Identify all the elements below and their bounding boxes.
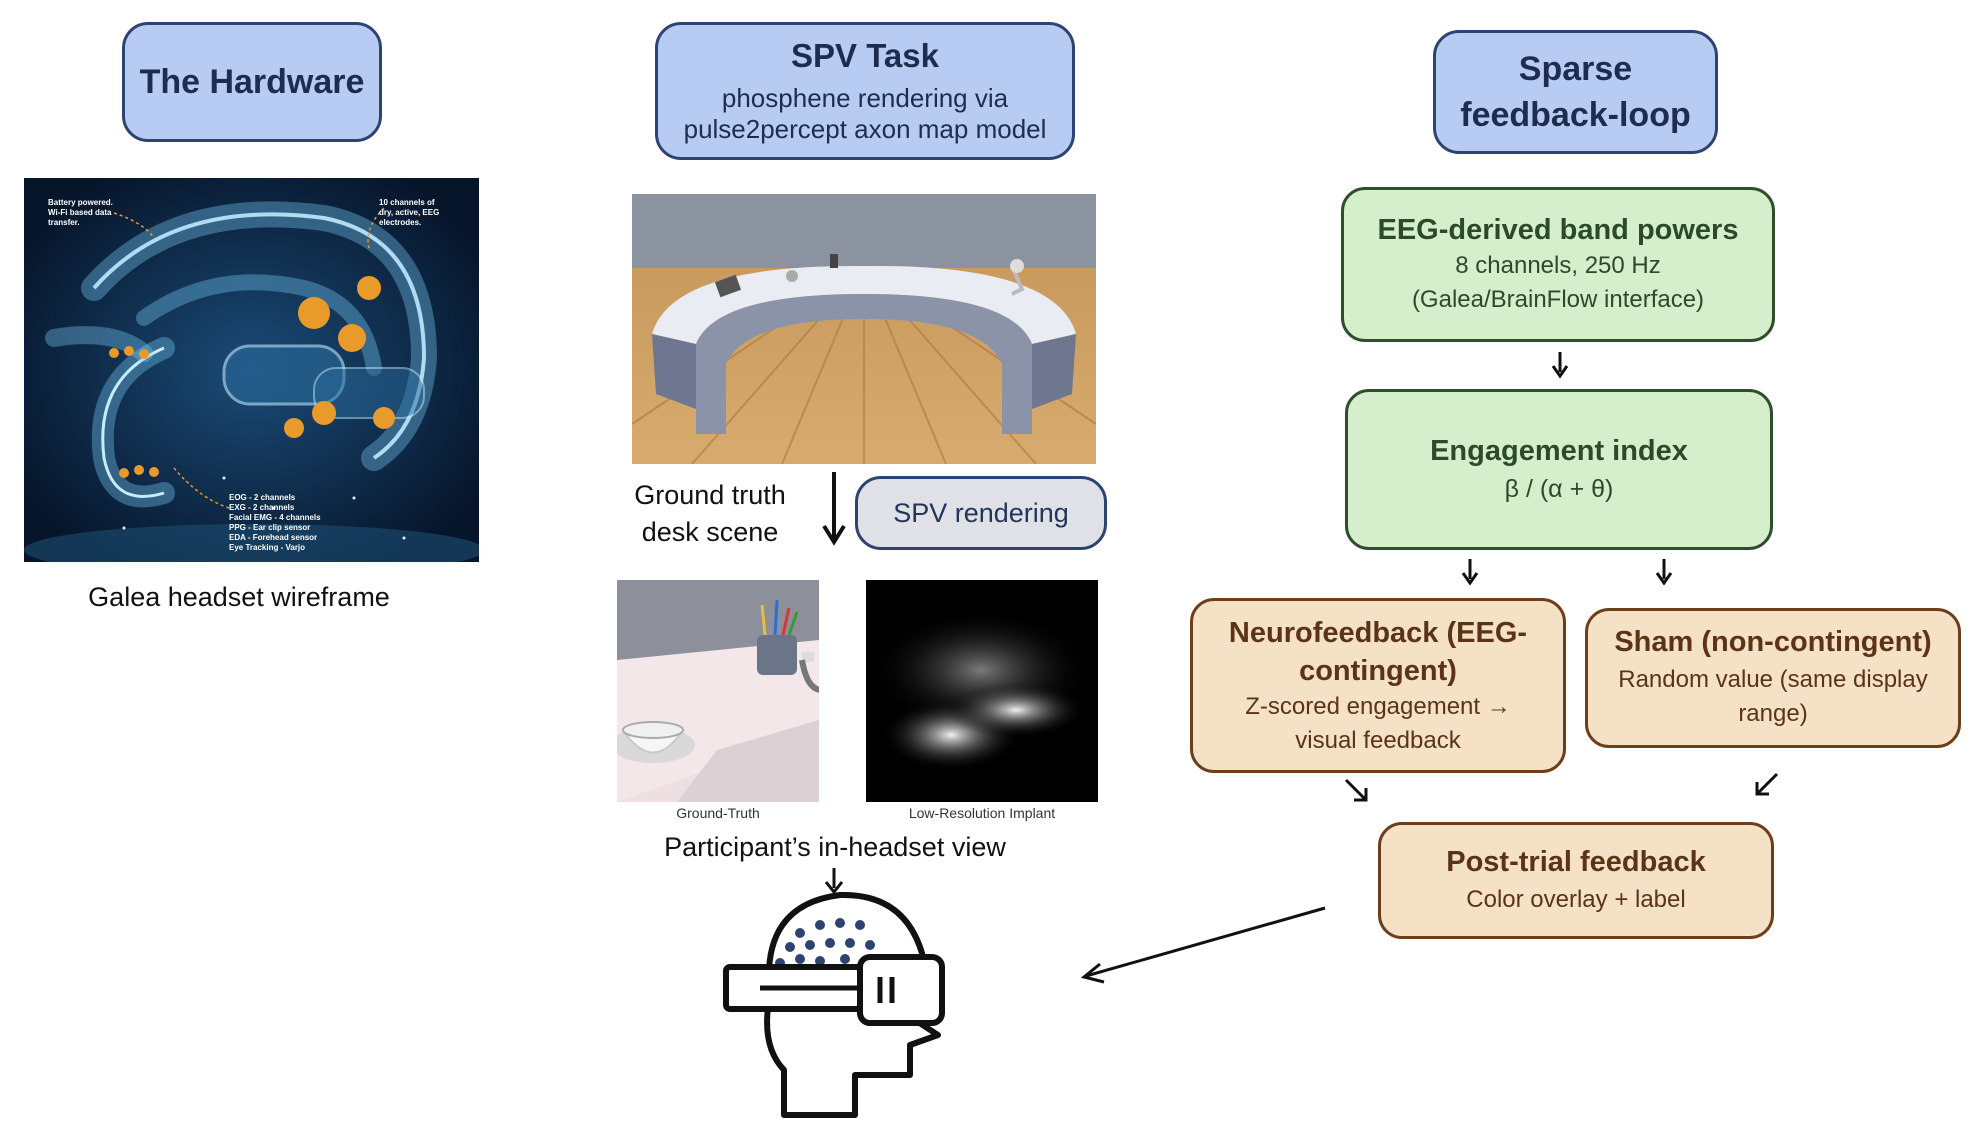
ground-truth-label: Ground truth desk scene xyxy=(600,477,820,551)
eeg-line2: (Galea/BrainFlow interface) xyxy=(1411,285,1705,313)
engagement-title: Engagement index xyxy=(1430,434,1688,467)
neurofeedback-line2: visual feedback xyxy=(1295,726,1461,754)
sham-line2: range) xyxy=(1738,700,1808,727)
arrow-eeg-to-engagement xyxy=(1551,352,1569,379)
in-headset-view-caption: Participant’s in-headset view xyxy=(664,832,1006,862)
engagement-box: Engagement index β / (α + θ) xyxy=(1345,389,1773,550)
desk-scene-image xyxy=(632,194,1096,464)
annotation-top-right: 10 channels of dry, active, EEG electrod… xyxy=(379,198,440,227)
sham-box: Sham (non-contingent) Random value (same… xyxy=(1585,608,1961,748)
down-arrow-view xyxy=(824,868,844,895)
arrow-post-to-head xyxy=(1080,906,1326,984)
spv-rendering-label: SPV rendering xyxy=(893,497,1069,528)
post-trial-title: Post-trial feedback xyxy=(1446,845,1706,878)
headset-wireframe-image: Battery powered. Wi-Fi based data transf… xyxy=(24,178,479,562)
annotation-bottom: EOG - 2 channels EXG - 2 channels Facial… xyxy=(229,493,321,552)
eeg-line1: 8 channels, 250 Hz xyxy=(1455,251,1661,279)
loop-title-box: Sparse feedback-loop xyxy=(1433,30,1718,154)
neurofeedback-title-line1: Neurofeedback (EEG- xyxy=(1228,616,1528,649)
sham-title: Sham (non-contingent) xyxy=(1614,626,1932,658)
eeg-title: EEG-derived band powers xyxy=(1377,213,1739,246)
hardware-image-caption: Galea headset wireframe xyxy=(88,582,390,612)
desk-scene-icon xyxy=(632,194,1096,464)
headset-wireframe-icon xyxy=(24,178,479,562)
annotation-top-left: Battery powered. Wi-Fi based data transf… xyxy=(48,198,113,227)
low-res-implant-panel-label: Low-Resolution Implant xyxy=(908,805,1056,821)
spv-rendering-box: SPV rendering xyxy=(855,476,1107,550)
ground-truth-panel xyxy=(617,580,819,802)
post-trial-line1: Color overlay + label xyxy=(1466,885,1686,913)
sham-line1: Random value (same display xyxy=(1618,666,1928,693)
vr-head-icon xyxy=(723,891,945,1118)
neurofeedback-box: Neurofeedback (EEG- contingent) Z-scored… xyxy=(1190,598,1566,773)
down-arrow-scene xyxy=(822,472,846,546)
spv-title: SPV Task xyxy=(791,37,939,74)
ground-truth-line2: desk scene xyxy=(641,517,779,547)
hardware-title-box: The Hardware xyxy=(122,22,382,142)
low-res-implant-panel-icon xyxy=(866,580,1098,802)
arrow-to-sham xyxy=(1655,559,1673,586)
engagement-formula: β / (α + θ) xyxy=(1504,474,1614,503)
arrow-sham-to-post xyxy=(1755,772,1779,796)
loop-title-line1: Sparse xyxy=(1518,50,1633,88)
loop-title-line2: feedback-loop xyxy=(1460,96,1691,134)
spv-subtitle-line1: phosphene rendering via xyxy=(721,83,1009,113)
hardware-title: The Hardware xyxy=(139,62,365,101)
neurofeedback-line1: Z-scored engagement → xyxy=(1245,692,1511,720)
eeg-box: EEG-derived band powers 8 channels, 250 … xyxy=(1341,187,1775,342)
post-trial-box: Post-trial feedback Color overlay + labe… xyxy=(1378,822,1774,939)
ground-truth-panel-label: Ground-Truth xyxy=(676,805,760,821)
ground-truth-line1: Ground truth xyxy=(634,480,786,510)
ground-truth-panel-icon xyxy=(617,580,819,802)
neurofeedback-title-line2: contingent) xyxy=(1299,654,1457,687)
arrow-to-neurofeedback xyxy=(1461,559,1479,586)
spv-title-box: SPV Task phosphene rendering via pulse2p… xyxy=(655,22,1075,160)
spv-subtitle-line2: pulse2percept axon map model xyxy=(683,114,1047,144)
low-res-implant-panel xyxy=(866,580,1098,802)
arrow-neuro-to-post xyxy=(1344,778,1368,802)
